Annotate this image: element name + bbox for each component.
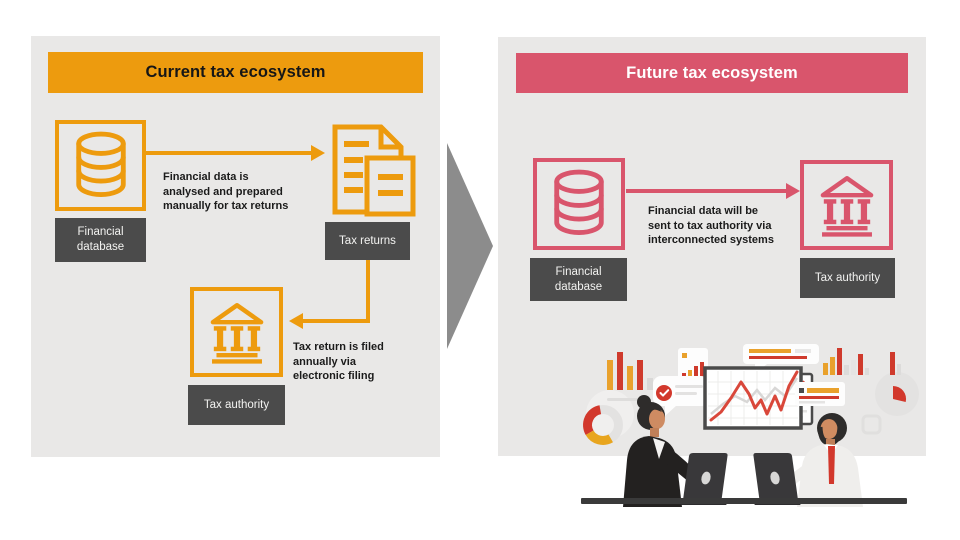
bank-icon (820, 176, 873, 237)
future-flow1-text: Financial data will be sent to tax autho… (648, 205, 774, 247)
label-text: Tax authority (203, 398, 270, 411)
current-tax-returns-label: Tax returns (325, 222, 410, 260)
current-financial-database-label: Financial database (55, 218, 146, 262)
current-tax-authority-label: Tax authority (188, 385, 285, 425)
team-analytics-illustration (581, 344, 919, 507)
future-financial-database-label: Financial database (530, 258, 627, 301)
database-icon (75, 131, 126, 197)
note-card (795, 382, 845, 406)
future-panel-title-text: Future tax ecosystem (626, 63, 798, 82)
donut-chart-icon (583, 405, 623, 445)
label-text: Financial database (76, 226, 125, 253)
label-text: Tax returns (339, 234, 396, 247)
future-financial-database-node (533, 158, 625, 250)
current-flow2-text: Tax return is filed annually via electro… (293, 341, 384, 383)
speech-bubble (653, 376, 709, 416)
rounded-square-accent (861, 414, 882, 435)
current-tax-returns-node (325, 120, 417, 218)
current-panel-title-text: Current tax ecosystem (145, 63, 326, 81)
future-tax-authority-node (800, 160, 893, 250)
transition-arrow (447, 143, 493, 349)
current-financial-database-node (55, 120, 146, 211)
current-ecosystem-panel: Current tax ecosystem Financial database… (31, 36, 440, 457)
current-flow1-text: Financial data is analysed and prepared … (163, 171, 289, 213)
current-tax-authority-node (190, 287, 283, 377)
label-text: Financial database (554, 265, 603, 293)
bank-icon (210, 303, 263, 364)
pie-chart-icon (880, 385, 907, 412)
desk (581, 498, 907, 504)
documents-icon (332, 124, 416, 217)
database-icon (554, 169, 604, 236)
bar-chart-icon (823, 348, 901, 375)
label-text: Tax authority (814, 271, 881, 284)
future-panel-title: Future tax ecosystem (516, 53, 908, 93)
line-chart-board (703, 366, 803, 430)
future-tax-authority-label: Tax authority (800, 258, 895, 298)
checkmark-badge (656, 385, 672, 401)
current-panel-title: Current tax ecosystem (48, 52, 423, 93)
